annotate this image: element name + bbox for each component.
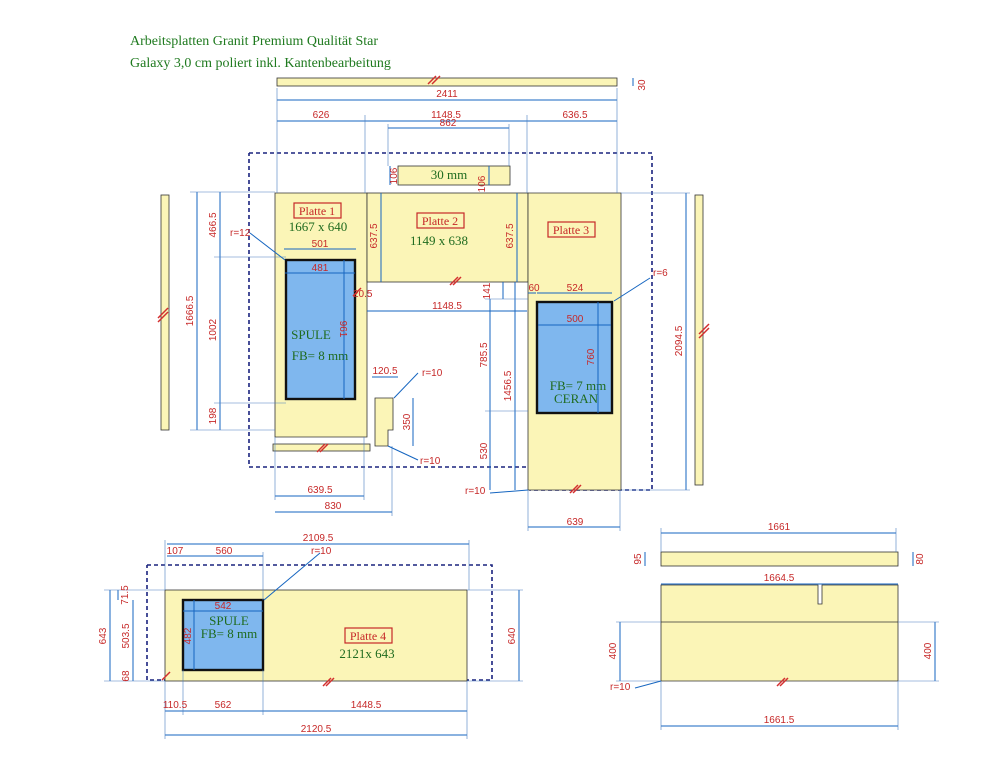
plate-4-name: Platte 4: [350, 629, 386, 643]
dim-68: 68: [121, 670, 132, 682]
dim-r10-e: r=10: [610, 682, 631, 693]
plate-4-size: 2121x 643: [339, 646, 394, 661]
dim-r10-a: r=10: [422, 368, 443, 379]
dim-120: 120.5: [372, 366, 397, 377]
dim-530: 530: [479, 442, 490, 459]
dim-542: 542: [215, 601, 232, 612]
dim-640: 640: [507, 627, 518, 644]
dim-466: 466.5: [208, 212, 219, 237]
dim-2120: 2120.5: [301, 724, 332, 735]
dim-785: 785.5: [479, 342, 490, 367]
ceran-name: CERAN: [554, 391, 599, 406]
plate-4-label-box: [344, 627, 393, 644]
dim-71: 71.5: [120, 585, 131, 605]
dimension-lines: [109, 78, 936, 736]
dim-r10-b: r=10: [420, 456, 441, 467]
sink-cutout-plate-4: [181, 598, 265, 672]
right-edge-strip: [694, 194, 704, 486]
dim-106-right: 106: [477, 175, 488, 192]
plate-3-label-box: [547, 221, 596, 238]
dim-560: 560: [216, 546, 233, 557]
sink-1-fb: FB= 8 mm: [292, 348, 348, 363]
dim-626: 626: [313, 110, 330, 121]
thickness-strip: [397, 165, 511, 186]
dim-1664: 1664.5: [764, 573, 795, 584]
plate-1-size: 1667 x 640: [289, 219, 348, 234]
dim-350: 350: [402, 413, 413, 430]
dim-862: 862: [440, 118, 457, 129]
dim-1661: 1661: [768, 522, 791, 533]
dim-30: 30: [637, 79, 648, 91]
dim-636: 636.5: [562, 110, 587, 121]
dim-482: 482: [183, 627, 194, 644]
thickness-note: 30 mm: [431, 167, 467, 182]
top-edge-strip: [276, 77, 618, 87]
radius-leaders: [249, 232, 662, 689]
dim-501: 501: [312, 239, 329, 250]
side-view-panel: [660, 584, 899, 682]
dim-r10-c: r=10: [465, 486, 486, 497]
dim-1456: 1456.5: [503, 370, 514, 401]
drawing-title-line-2: Galaxy 3,0 cm poliert inkl. Kantenbearbe…: [130, 56, 391, 71]
dim-2094: 2094.5: [674, 325, 685, 356]
dim-503: 503.5: [121, 623, 132, 648]
dim-639-5: 639.5: [307, 485, 332, 496]
dim-20-5: 20.5: [353, 289, 373, 300]
plate-3-name: Platte 3: [553, 223, 589, 237]
dim-1148-top: 1148.5: [431, 110, 461, 121]
dim-2411: 2411: [436, 89, 458, 100]
dim-110: 110.5: [163, 700, 188, 711]
dim-481: 481: [312, 263, 329, 274]
dim-60: 60: [528, 283, 540, 294]
dim-760: 760: [586, 348, 597, 365]
drawing-title-line-1: Arbeitsplatten Granit Premium Qualität S…: [130, 34, 379, 49]
dim-r12: r=12: [230, 228, 251, 239]
dim-639: 639: [567, 517, 584, 528]
ceran-fb: FB= 7 mm: [550, 378, 606, 393]
plate-2-size: 1149 x 638: [410, 233, 468, 248]
dim-1002: 1002: [208, 318, 219, 341]
ceran-cutout-plate-3: [535, 300, 614, 415]
plate-2-label-box: [416, 212, 465, 229]
dim-1148-mid: 1148.5: [432, 301, 462, 312]
plate-1-name: Platte 1: [299, 204, 335, 218]
dim-643: 643: [98, 627, 109, 644]
sink-4-fb: FB= 8 mm: [201, 626, 257, 641]
dim-1666: 1666.5: [185, 295, 196, 326]
dim-400-right: 400: [923, 642, 934, 659]
plate-2-slab: [366, 192, 529, 283]
wall-outline-bottom: [146, 564, 493, 681]
dimension-labels: 30 2411 626 1148.5 862 636.5 106 106 r=1…: [98, 79, 934, 735]
dim-95: 95: [633, 553, 644, 565]
plate-1-label-box: [293, 202, 342, 219]
dim-141: 141: [482, 282, 493, 299]
dim-1661-5: 1661.5: [764, 715, 795, 726]
edge-finish-marks: [157, 75, 789, 687]
small-corner-piece: [374, 397, 394, 447]
dim-r10-d: r=10: [311, 546, 332, 557]
dim-961: 961: [337, 321, 348, 338]
plate-2-name: Platte 2: [422, 214, 458, 228]
sink-1-name: SPULE: [291, 327, 331, 342]
dim-107: 107: [167, 546, 184, 557]
dim-637-left: 637.5: [369, 223, 380, 248]
dim-r6: r=6: [653, 268, 668, 279]
dim-1448: 1448.5: [351, 700, 382, 711]
dim-400-left: 400: [608, 642, 619, 659]
sink-4-name: SPULE: [209, 613, 249, 628]
dim-524: 524: [567, 283, 584, 294]
dim-106-left: 106: [389, 167, 400, 184]
dim-637-right: 637.5: [505, 223, 516, 248]
side-view-top-strip: [660, 551, 899, 567]
extension-lines: [104, 88, 939, 739]
dim-80: 80: [915, 553, 926, 565]
dim-198: 198: [208, 407, 219, 424]
dim-2109: 2109.5: [303, 533, 334, 544]
dim-562: 562: [215, 700, 232, 711]
left-edge-strip: [160, 194, 170, 431]
dim-500: 500: [567, 314, 584, 325]
dim-830: 830: [325, 501, 342, 512]
